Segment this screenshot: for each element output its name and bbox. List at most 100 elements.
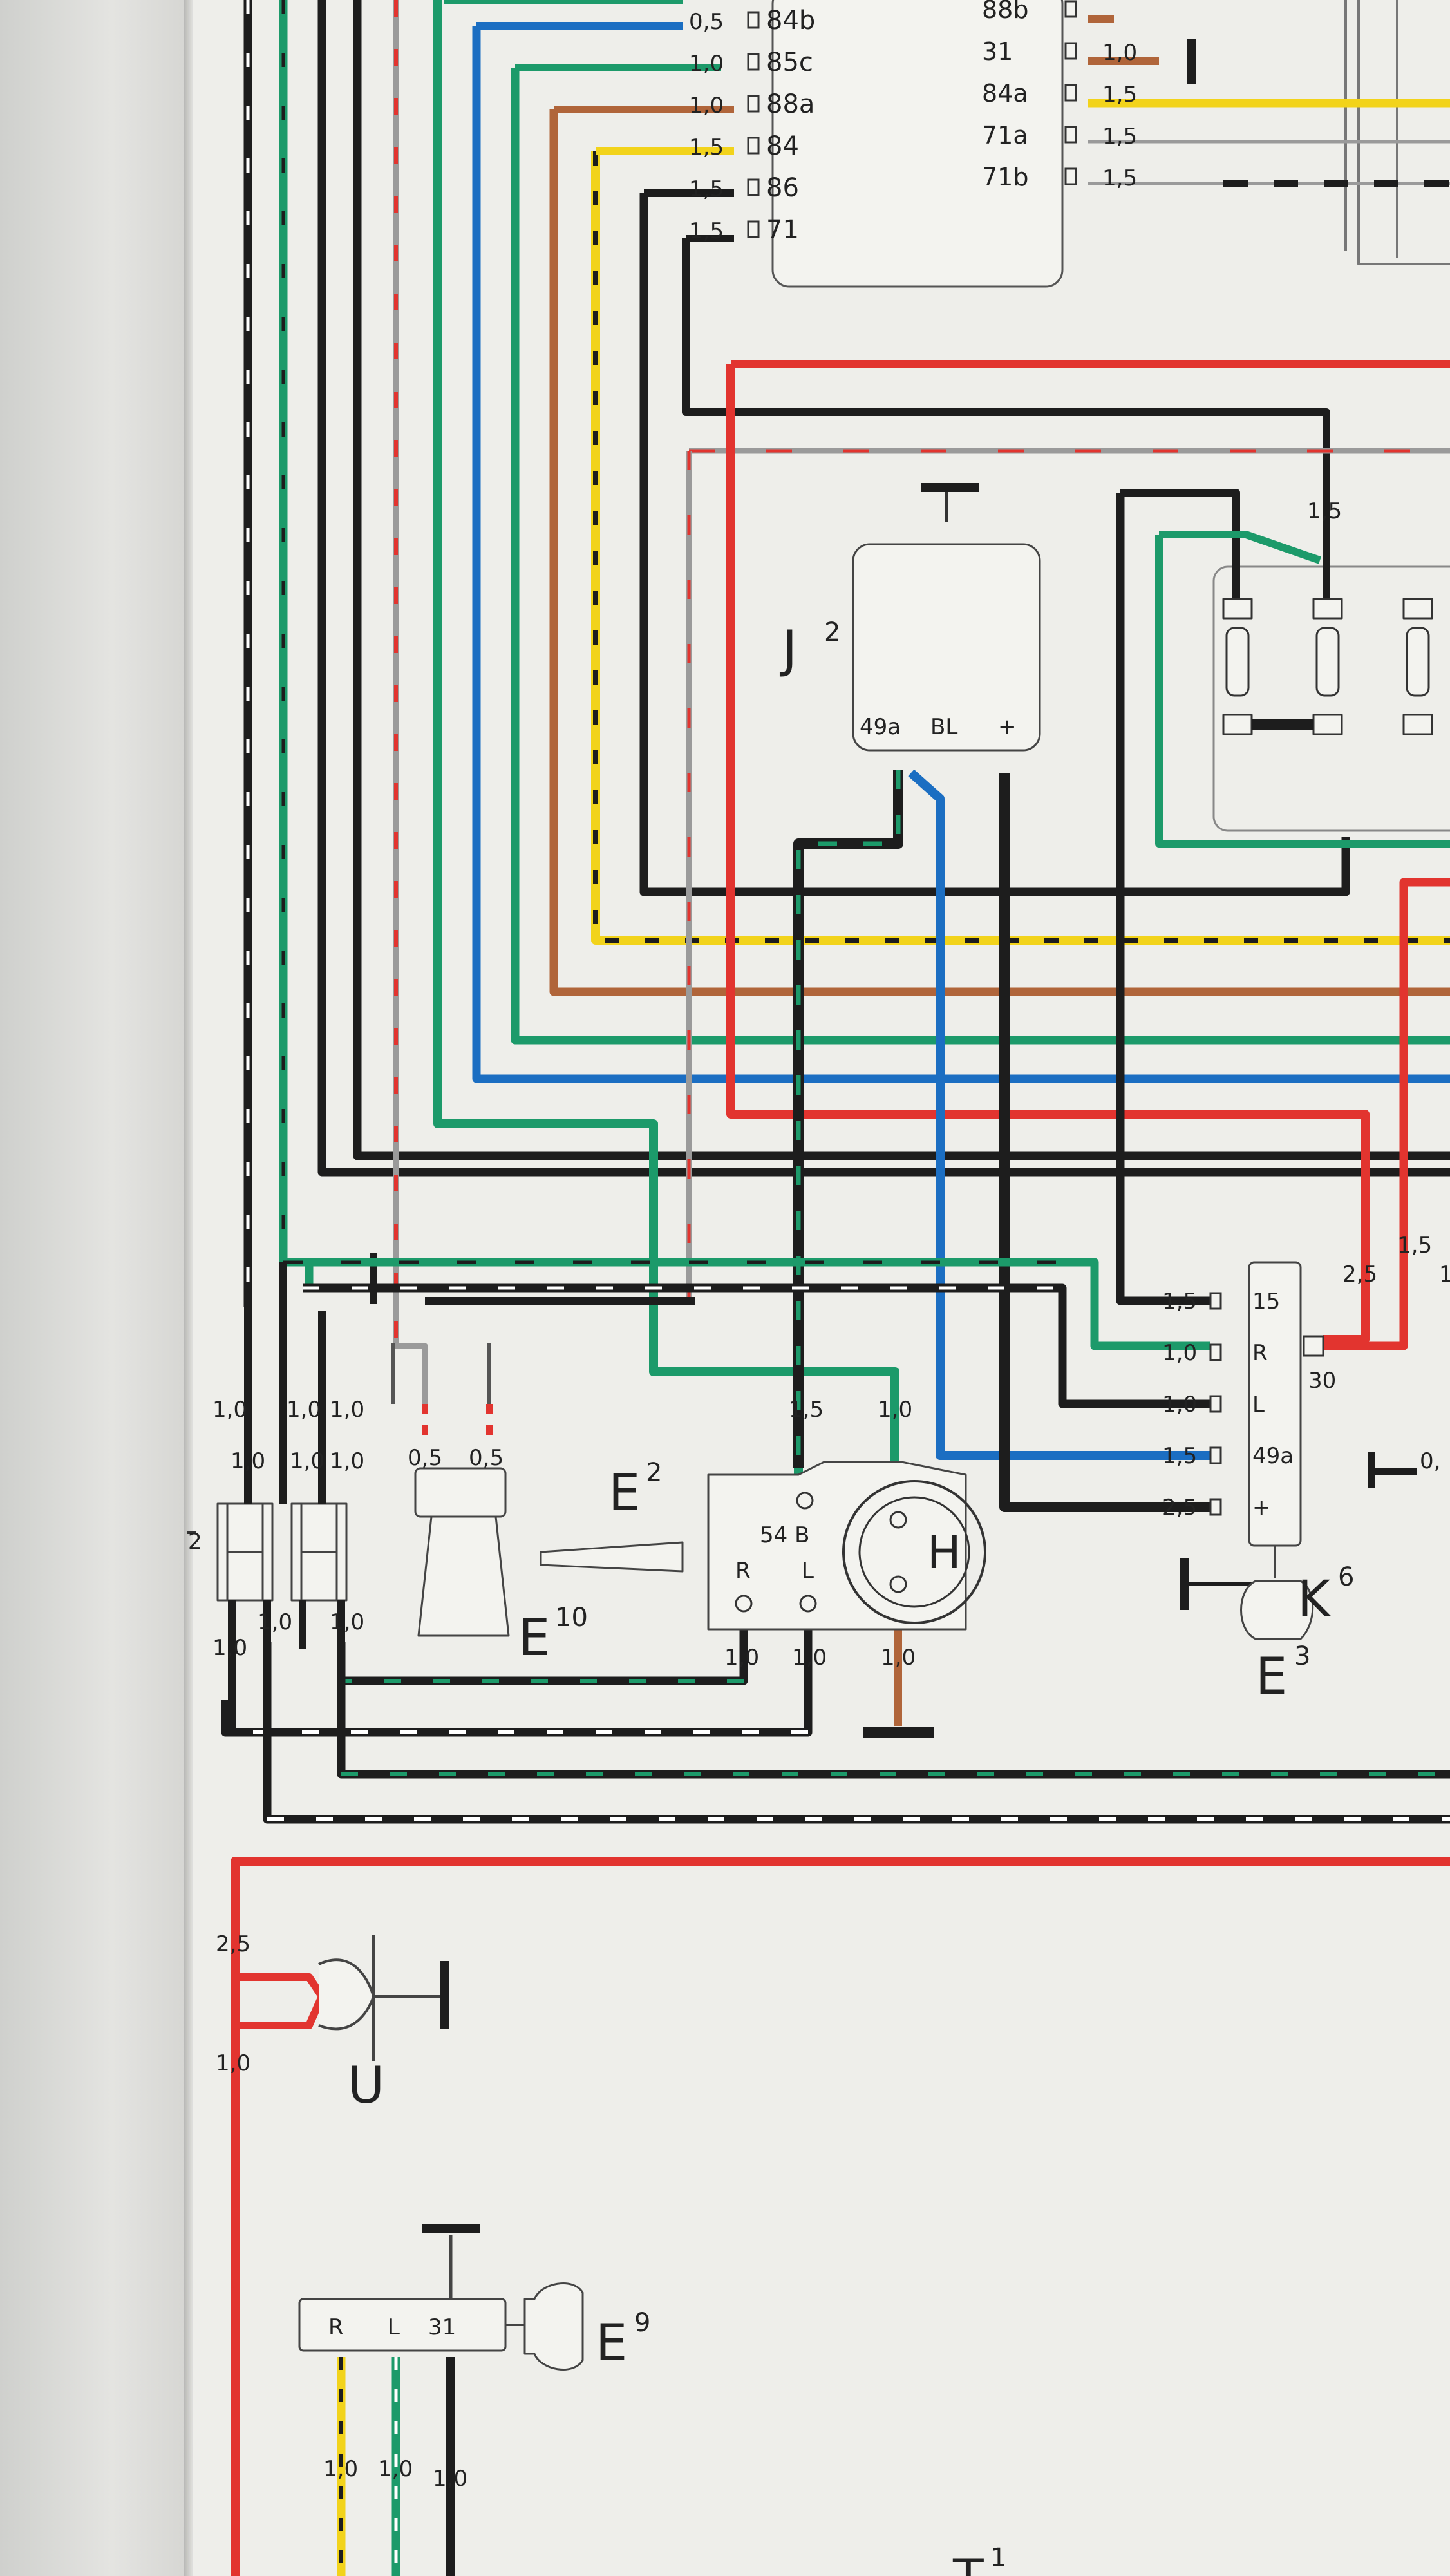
gauge-e9-31: 1,0 [433, 2466, 467, 2492]
k6-pin-label: + [1252, 1495, 1271, 1520]
wire-bundle-4 [353, 0, 1450, 1160]
gauge-k6-30-c: 1 [1439, 1262, 1450, 1287]
terminal-block-top [771, 0, 1064, 288]
terminal-gauge: 1,5 [1102, 82, 1137, 108]
horn-u-bar [372, 1935, 444, 2061]
wire-green-2 [511, 68, 1450, 1045]
terminal-pin [747, 220, 760, 238]
wire-fuse-black [1120, 489, 1240, 599]
k6-gauge: 1,5 [1162, 1443, 1197, 1469]
terminal-pin [1064, 167, 1077, 185]
e2-pins [735, 1492, 907, 1613]
gauge-e2-l: 1,0 [792, 1645, 827, 1671]
terminal-label: 84 [766, 131, 799, 161]
gauge-conn-top-2: 1,0 [287, 1397, 321, 1423]
terminal-label: 71 [766, 215, 799, 245]
terminal-pin [1064, 42, 1077, 60]
e2-pin-h: H [927, 1526, 961, 1579]
gauge-conn-top-1: 1,0 [212, 1397, 247, 1423]
terminal-label: 84b [766, 6, 815, 35]
e9-label-sub: 9 [634, 2308, 650, 2338]
terminal-pin [1064, 0, 1077, 18]
gauge-e2-h-top: 1,0 [878, 1397, 912, 1423]
gauge-u-top: 2,5 [216, 1931, 250, 1957]
wire-k6-15 [1116, 493, 1210, 1305]
t1-label-sub: 1 [990, 2543, 1006, 2573]
k6-pin-label: 15 [1252, 1289, 1280, 1314]
k6-pin-30-marker [1303, 1335, 1324, 1357]
u-label: U [348, 2057, 384, 2115]
terminal-label: 71a [982, 121, 1028, 149]
wire-black-71 [682, 238, 1330, 528]
switch-e10-body [414, 1467, 507, 1518]
gauge-conn-bottom-3: 1,0 [330, 1609, 364, 1635]
k6-pin-marker [1209, 1446, 1222, 1464]
terminal-gauge: 1,5 [1102, 124, 1137, 149]
e3-label-sub: 3 [1294, 1642, 1310, 1671]
k6-gauge: 1,0 [1162, 1392, 1197, 1417]
gauge-conn-bottom-2: 1,0 [258, 1609, 292, 1635]
connectors-h-marks [226, 1504, 338, 1600]
e10-label: E [518, 1609, 550, 1667]
k6-pin-label: 49a [1252, 1443, 1294, 1469]
e9-pin-31: 31 [428, 2315, 456, 2340]
wire-bundle-3 [317, 0, 1450, 1177]
facing-page [0, 0, 187, 2576]
e9-pin-l: L [388, 2315, 400, 2340]
wire-fuse-green [1155, 535, 1450, 848]
e2-label: E [608, 1464, 640, 1522]
terminal-pin [1064, 126, 1077, 144]
gauge-conn-bottom-1: 1,0 [212, 1635, 247, 1661]
e10-leads [391, 1343, 491, 1404]
wire-e2-l [221, 1610, 813, 1737]
thin-wires-top-right [1344, 0, 1450, 265]
fuses [1222, 598, 1433, 735]
e2-pin-54b: 54 B [760, 1522, 809, 1548]
e3-label: E [1256, 1648, 1287, 1706]
k6-gauge: 1,5 [1162, 1289, 1197, 1314]
gauge-conn-mid-1: 1,0 [231, 1448, 265, 1474]
k6-pin-label: L [1252, 1392, 1265, 1417]
terminal-gauge: 1,0 [689, 51, 724, 77]
e10-wires [422, 1404, 493, 1443]
terminal-label: 86 [766, 173, 799, 203]
k6-pin-30: 30 [1308, 1368, 1336, 1394]
switch-e10-base [417, 1515, 510, 1637]
k6-label: K [1297, 1571, 1332, 1629]
wire-from-connectors [228, 1600, 345, 1649]
terminal-gauge: 1,0 [689, 93, 724, 118]
gauge-k6-30-a: 2,5 [1342, 1262, 1377, 1287]
wire-green-1 [433, 0, 899, 1404]
terminal-label: 71b [982, 163, 1028, 191]
wire-red-main [726, 364, 1370, 1344]
terminal-pin [1064, 84, 1077, 102]
terminal-pin [747, 53, 760, 71]
wire-black-86 [639, 193, 1350, 896]
gauge-e2-h-bottom: 1,0 [881, 1645, 916, 1671]
e2-pin-r: R [735, 1558, 751, 1584]
wire-red-bottom [231, 1857, 1450, 2576]
wire-to-connectors [244, 1262, 326, 1504]
gauge-fuse-top: 1,5 [1307, 498, 1342, 524]
switch-e9-knob [523, 2282, 584, 2371]
k6-gauge: 2,5 [1162, 1495, 1197, 1520]
gauge-u-bottom: 1,0 [216, 2050, 250, 2076]
terminal-label: 88a [766, 90, 814, 119]
j2-label-sub: 2 [824, 618, 840, 647]
gauge-e2-r: 1,0 [724, 1645, 759, 1671]
e2-pin-l: L [802, 1558, 814, 1584]
k6-pin-marker [1209, 1498, 1222, 1516]
wire-j2-bl [908, 769, 1210, 1460]
lamp-e3 [1240, 1580, 1314, 1640]
terminal-label: 85c [766, 48, 813, 77]
gauge-conn-top-3: 1,0 [330, 1397, 364, 1423]
gauge-conn-mid-2: 1,0 [290, 1448, 325, 1474]
switch-e2-dial [842, 1480, 986, 1624]
t1-label: T [952, 2550, 984, 2576]
gauge-e10-right: 0,5 [469, 1445, 504, 1471]
terminal-gauge: 1,5 [1102, 166, 1137, 191]
e9-label: E [596, 2315, 627, 2372]
